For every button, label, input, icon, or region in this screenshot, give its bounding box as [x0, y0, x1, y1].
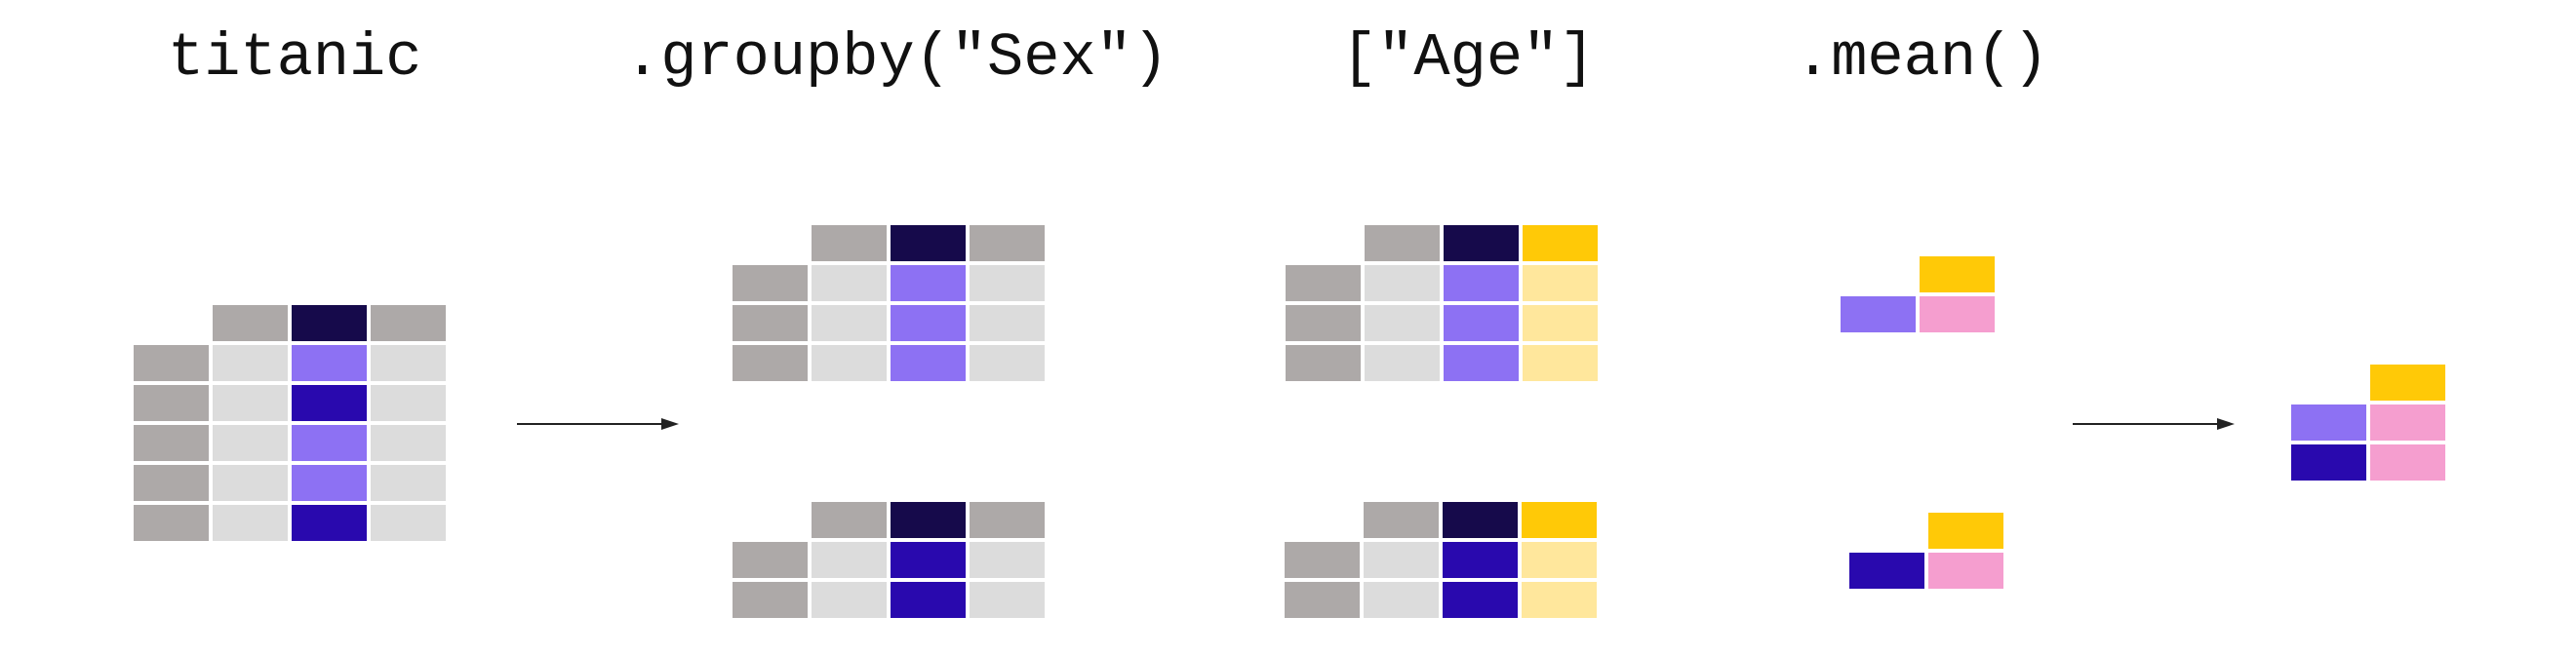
selected-header-cell: [891, 502, 966, 538]
index-cell: [970, 502, 1045, 538]
body-cell: [970, 582, 1045, 618]
male-cell: [1444, 265, 1519, 301]
index-cell: [812, 502, 887, 538]
index-cell: [733, 265, 808, 301]
label-mean: .mean(): [1795, 23, 2049, 93]
male-cell: [1841, 296, 1916, 332]
index-cell: [134, 505, 209, 541]
body-cell: [213, 385, 288, 421]
male-cell: [1444, 345, 1519, 381]
female-cell: [1443, 542, 1518, 578]
age-body-cell: [1522, 542, 1597, 578]
index-cell: [1286, 265, 1361, 301]
arrow-split: [517, 418, 679, 430]
index-cell: [1285, 582, 1360, 618]
age-header-cell: [1928, 513, 2003, 549]
arrow-combine: [2073, 418, 2235, 430]
selected-header-cell: [1443, 502, 1518, 538]
body-cell: [371, 425, 446, 461]
female-cell: [1849, 553, 1924, 589]
index-cell: [733, 542, 808, 578]
index-cell: [970, 225, 1045, 261]
body-cell: [371, 385, 446, 421]
female-cell: [1443, 582, 1518, 618]
body-cell: [812, 305, 887, 341]
male-cell: [292, 345, 367, 381]
age-header-cell: [1920, 256, 1995, 292]
female-cell: [891, 542, 966, 578]
index-cell: [371, 305, 446, 341]
index-cell: [1285, 542, 1360, 578]
selected-header-cell: [292, 305, 367, 341]
female-cell: [2291, 444, 2366, 481]
body-cell: [213, 425, 288, 461]
body-cell: [1365, 265, 1440, 301]
female-cell: [292, 505, 367, 541]
age-header-cell: [2370, 365, 2445, 401]
index-cell: [1286, 345, 1361, 381]
body-cell: [970, 542, 1045, 578]
age-body-cell: [1522, 582, 1597, 618]
male-cell: [1444, 305, 1519, 341]
male-cell: [292, 425, 367, 461]
mean-value-cell: [1928, 553, 2003, 589]
index-cell: [1286, 305, 1361, 341]
age-body-cell: [1523, 265, 1598, 301]
body-cell: [371, 505, 446, 541]
body-cell: [371, 465, 446, 501]
body-cell: [812, 345, 887, 381]
male-cell: [891, 265, 966, 301]
index-cell: [134, 345, 209, 381]
body-cell: [1365, 305, 1440, 341]
index-cell: [1364, 502, 1439, 538]
male-cell: [2291, 405, 2366, 441]
index-cell: [134, 385, 209, 421]
selected-header-cell: [1444, 225, 1519, 261]
body-cell: [1364, 582, 1439, 618]
body-cell: [812, 542, 887, 578]
label-age-selection: ["Age"]: [1341, 23, 1596, 93]
female-cell: [891, 582, 966, 618]
age-header-cell: [1522, 502, 1597, 538]
index-cell: [1365, 225, 1440, 261]
body-cell: [1365, 345, 1440, 381]
female-cell: [292, 385, 367, 421]
body-cell: [213, 465, 288, 501]
body-cell: [970, 345, 1045, 381]
body-cell: [1364, 542, 1439, 578]
body-cell: [970, 265, 1045, 301]
age-header-cell: [1523, 225, 1598, 261]
index-cell: [134, 425, 209, 461]
mean-value-cell: [2370, 444, 2445, 481]
index-cell: [733, 582, 808, 618]
index-cell: [812, 225, 887, 261]
index-cell: [733, 305, 808, 341]
body-cell: [970, 305, 1045, 341]
label-titanic: titanic: [168, 23, 422, 93]
index-cell: [213, 305, 288, 341]
male-cell: [292, 465, 367, 501]
body-cell: [371, 345, 446, 381]
body-cell: [812, 582, 887, 618]
mean-value-cell: [1920, 296, 1995, 332]
body-cell: [812, 265, 887, 301]
index-cell: [134, 465, 209, 501]
male-cell: [891, 345, 966, 381]
male-cell: [891, 305, 966, 341]
age-body-cell: [1523, 345, 1598, 381]
index-cell: [733, 345, 808, 381]
body-cell: [213, 505, 288, 541]
age-body-cell: [1523, 305, 1598, 341]
body-cell: [213, 345, 288, 381]
selected-header-cell: [891, 225, 966, 261]
label-groupby: .groupby("Sex"): [624, 23, 1169, 93]
mean-value-cell: [2370, 405, 2445, 441]
